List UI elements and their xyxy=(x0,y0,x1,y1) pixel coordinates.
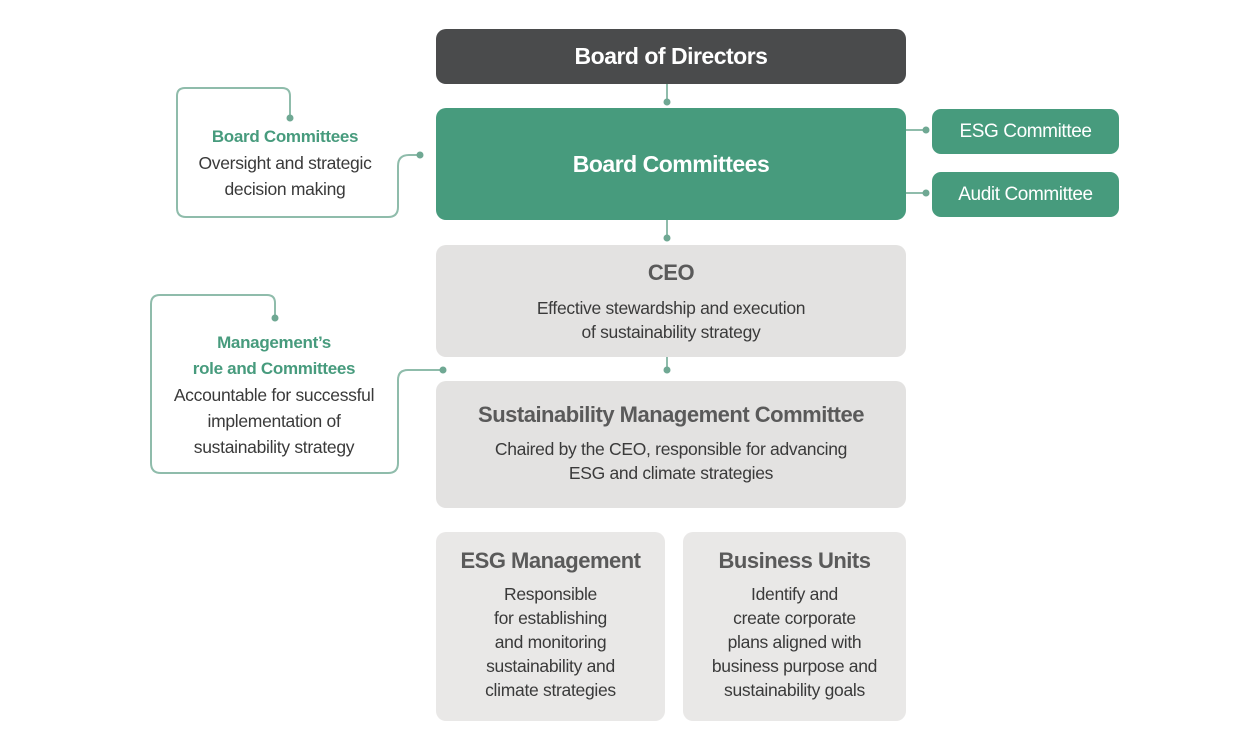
esg-committee-label: ESG Committee xyxy=(959,120,1092,142)
note-mgmt-desc-2: implementation of xyxy=(207,411,341,431)
business-units-line: sustainability goals xyxy=(724,680,865,700)
esg-management-line: sustainability and xyxy=(486,656,615,676)
ceo-desc-1: Effective stewardship and execution xyxy=(536,298,806,318)
business-units-line: business purpose and xyxy=(711,656,878,676)
audit-committee-label: Audit Committee xyxy=(958,183,1093,205)
board-of-directors-box: Board of Directors xyxy=(436,29,906,84)
esg-management-line: Responsible xyxy=(503,584,597,604)
board-committees-note: Board Committees Oversight and strategic… xyxy=(180,124,390,202)
esg-management-line: for establishing xyxy=(494,608,607,628)
board-of-directors-title: Board of Directors xyxy=(574,43,768,69)
ceo-box: CEO Effective stewardship and execution … xyxy=(436,245,906,357)
board-committees-title: Board Committees xyxy=(572,150,770,177)
audit-committee-box: Audit Committee xyxy=(932,172,1119,217)
ceo-desc-2: of sustainability strategy xyxy=(581,322,761,342)
business-units-line: create corporate xyxy=(733,608,856,628)
esg-management-line: climate strategies xyxy=(485,680,616,700)
note-mgmt-desc-3: sustainability strategy xyxy=(193,437,355,457)
management-note: Management’s role and Committees Account… xyxy=(158,330,390,460)
esg-management-title: ESG Management xyxy=(460,548,641,573)
business-units-line: plans aligned with xyxy=(727,632,862,652)
esg-management-line: and monitoring xyxy=(494,632,607,652)
note-mgmt-title-1: Management’s xyxy=(217,333,331,352)
esg-committee-box: ESG Committee xyxy=(932,109,1119,154)
esg-management-box: ESG Management Responsible for establish… xyxy=(436,532,665,721)
sustainability-committee-box: Sustainability Management Committee Chai… xyxy=(436,381,906,508)
smc-title: Sustainability Management Committee xyxy=(478,402,864,427)
smc-desc-1: Chaired by the CEO, responsible for adva… xyxy=(494,439,848,459)
note-board-title: Board Committees xyxy=(211,127,359,146)
business-units-box: Business Units Identify and create corpo… xyxy=(683,532,906,721)
ceo-title: CEO xyxy=(647,260,695,285)
note-mgmt-title-2: role and Committees xyxy=(192,359,356,378)
note-board-desc-1: Oversight and strategic xyxy=(198,153,372,173)
smc-desc-2: ESG and climate strategies xyxy=(568,463,774,483)
note-board-desc-2: decision making xyxy=(224,179,346,199)
business-units-title: Business Units xyxy=(718,548,871,573)
note-mgmt-desc-1: Accountable for successful xyxy=(173,385,375,405)
business-units-line: Identify and xyxy=(751,584,838,604)
board-committees-box: Board Committees xyxy=(436,108,906,220)
